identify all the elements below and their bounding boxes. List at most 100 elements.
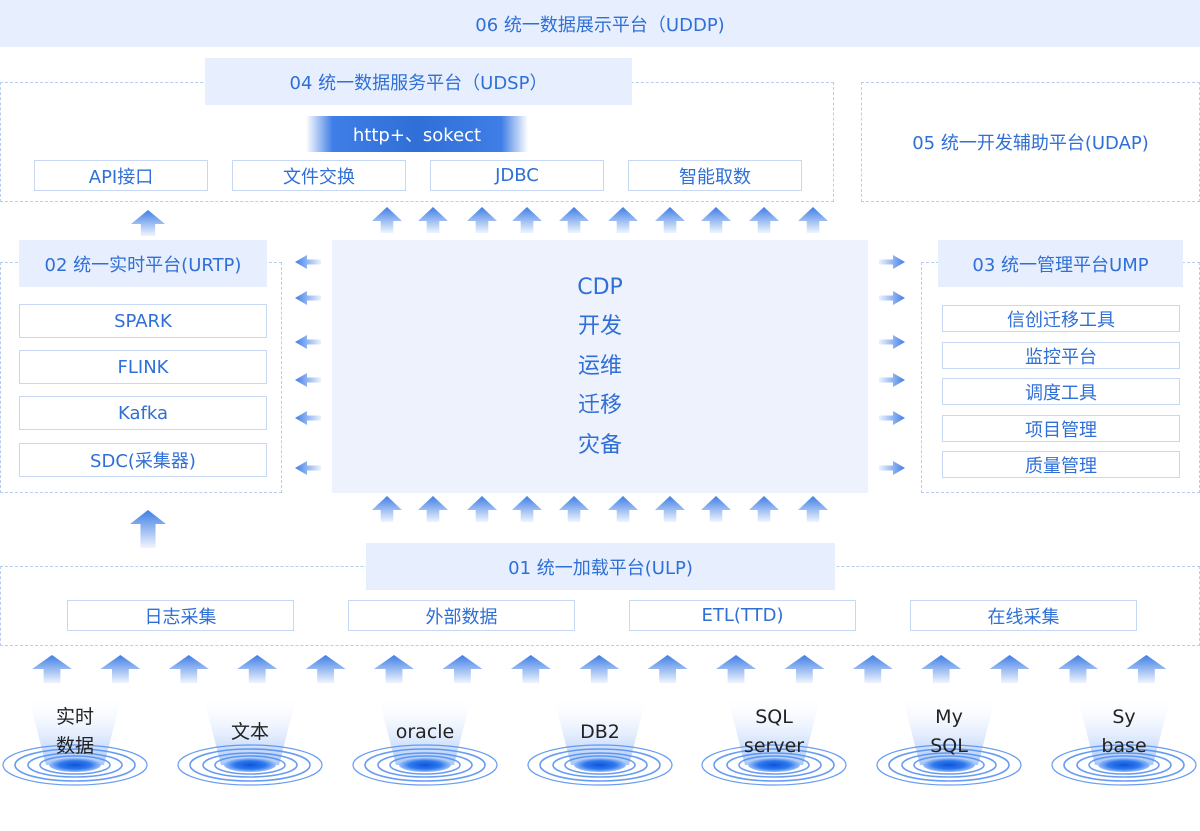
source-label-line1: Sy <box>1112 706 1136 728</box>
left-arrow-icon <box>295 461 321 475</box>
core-item-cdp: CDP <box>577 274 623 300</box>
urtp-item-sdc: SDC(采集器) <box>19 443 267 477</box>
up-arrow-icon <box>510 655 551 683</box>
udsp-item-label: JDBC <box>495 165 539 186</box>
up-arrow-icon <box>784 655 825 683</box>
ulp-item-label: 外部数据 <box>425 606 498 628</box>
right-arrow-icon <box>879 291 905 305</box>
left-arrow-icon <box>295 373 321 387</box>
udpp-banner: 06 统一数据展示平台（UDDP) <box>0 0 1200 47</box>
core-panel: CDP 开发 运维 迁移 灾备 <box>332 240 868 493</box>
right-arrow-icon <box>879 335 905 349</box>
up-arrow-icon <box>131 210 165 236</box>
source-label-line2: SQL <box>930 735 968 757</box>
up-arrow-icon <box>100 655 141 683</box>
left-arrow-icon <box>295 335 321 349</box>
ump-item-scheduler: 调度工具 <box>942 378 1180 405</box>
up-arrow-icon <box>442 655 483 683</box>
ulp-item-log-collect: 日志采集 <box>67 600 294 631</box>
protocol-label: http+、sokect <box>352 125 482 146</box>
up-arrow-icon <box>512 207 542 233</box>
ulp-item-online-collect: 在线采集 <box>910 600 1137 631</box>
source-label-line1: My <box>935 706 963 728</box>
up-arrow-icon <box>418 207 448 233</box>
up-arrow-icon <box>989 655 1030 683</box>
ump-item-label: 质量管理 <box>1025 455 1097 477</box>
up-arrow-icon <box>749 496 779 522</box>
udsp-label: 04 统一数据服务平台（UDSP） <box>289 72 548 94</box>
up-arrow-icon <box>655 207 685 233</box>
up-arrow-icon <box>559 207 589 233</box>
up-arrow-icon <box>168 655 209 683</box>
up-arrow-icon <box>372 496 402 522</box>
up-arrow-icon <box>608 496 638 522</box>
core-item-ops: 运维 <box>577 353 622 379</box>
ulp-item-label: 日志采集 <box>144 606 217 628</box>
left-arrow-icon <box>295 291 321 305</box>
protocol-badge: http+、sokect <box>306 116 528 152</box>
up-arrow-icon <box>647 655 688 683</box>
up-arrow-icon <box>467 207 497 233</box>
urtp-item-label: Kafka <box>118 402 168 424</box>
urtp-item-label: SPARK <box>114 310 172 332</box>
ulp-label: 01 统一加载平台(ULP) <box>508 557 693 579</box>
urtp-item-label: FLINK <box>117 356 169 378</box>
up-arrow-icon <box>798 207 828 233</box>
source-disc-icon <box>701 695 847 786</box>
source-disc-icon <box>2 695 148 786</box>
ulp-item-label: ETL(TTD) <box>701 605 784 626</box>
source-realtime: 实时 数据 <box>0 690 150 831</box>
core-item-dr: 灾备 <box>577 432 622 458</box>
up-arrow-icon <box>512 496 542 522</box>
ump-item-label: 监控平台 <box>1025 346 1097 368</box>
ulp-title: 01 统一加载平台(ULP) <box>366 543 835 590</box>
source-db2: DB2 <box>525 690 675 831</box>
up-arrow-icon <box>579 655 620 683</box>
udap-label: 05 统一开发辅助平台(UDAP) <box>912 133 1149 154</box>
source-sybase: Sy base <box>1049 690 1199 831</box>
source-disc-icon <box>876 695 1022 786</box>
urtp-item-flink: FLINK <box>19 350 267 384</box>
source-disc-icon <box>352 695 498 786</box>
udsp-title: 04 统一数据服务平台（UDSP） <box>205 58 632 105</box>
ulp-item-etl: ETL(TTD) <box>629 600 856 631</box>
urtp-title: 02 统一实时平台(URTP) <box>19 240 267 287</box>
up-arrow-icon <box>852 655 893 683</box>
source-disc-icon <box>177 695 323 786</box>
source-label-line1: SQL <box>755 706 793 728</box>
source-disc-icon <box>527 695 673 786</box>
right-arrow-icon <box>879 373 905 387</box>
udsp-item-label: API接口 <box>88 166 154 188</box>
up-arrow-icon <box>237 655 278 683</box>
right-arrow-icon <box>879 461 905 475</box>
urtp-item-kafka: Kafka <box>19 396 267 430</box>
source-label-line2: server <box>743 735 805 757</box>
ump-label: 03 统一管理平台UMP <box>972 254 1149 276</box>
udsp-item-api: API接口 <box>34 160 208 191</box>
up-arrow-icon <box>32 655 72 683</box>
core-item-migration: 迁移 <box>577 393 622 419</box>
up-arrow-icon <box>374 655 414 683</box>
up-arrow-icon <box>701 207 731 233</box>
up-arrow-icon <box>130 510 166 548</box>
source-label-line1: DB2 <box>580 720 620 743</box>
left-arrow-icon <box>295 255 321 269</box>
udsp-item-smart-fetch: 智能取数 <box>628 160 802 191</box>
ump-item-label: 调度工具 <box>1025 382 1097 404</box>
right-arrow-icon <box>879 411 905 425</box>
urtp-label: 02 统一实时平台(URTP) <box>44 254 242 276</box>
ump-item-migration-tool: 信创迁移工具 <box>942 305 1180 332</box>
source-label-line1: 文本 <box>230 720 269 743</box>
up-arrow-icon <box>305 655 346 683</box>
source-text: 文本 <box>175 690 325 831</box>
urtp-item-spark: SPARK <box>19 304 267 338</box>
source-sqlserver: SQL server <box>699 690 849 831</box>
data-sources: 实时 数据 文本 oracle DB2 SQL server M <box>0 690 1200 831</box>
ump-title: 03 统一管理平台UMP <box>938 240 1183 287</box>
source-oracle: oracle <box>350 690 500 831</box>
source-label-line2: base <box>1101 735 1147 757</box>
up-arrow-icon <box>372 207 402 233</box>
up-arrow-icon <box>418 496 448 522</box>
up-arrow-icon <box>701 496 731 522</box>
